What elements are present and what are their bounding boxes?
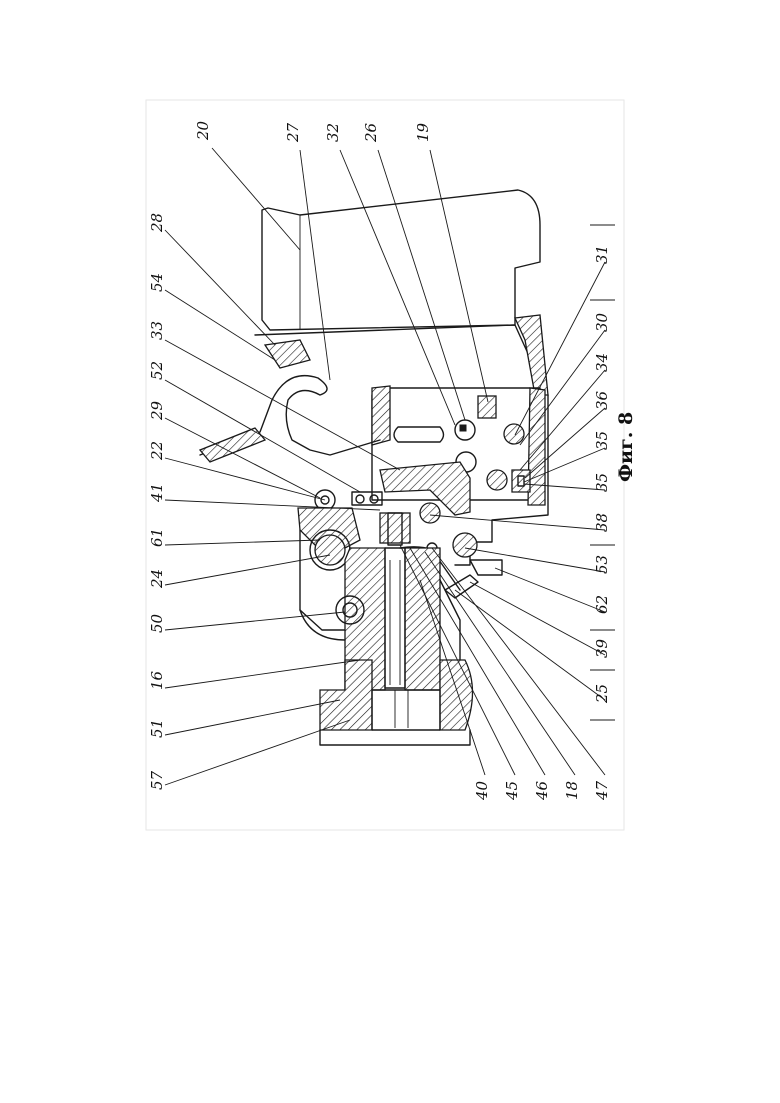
sheet-frame: [146, 100, 624, 830]
callout-label: 45: [503, 781, 521, 801]
figure-caption: Фиг. 8: [615, 412, 637, 482]
callout-label: 25: [593, 684, 611, 704]
callout-label: 53: [593, 555, 611, 574]
callout-label: 47: [593, 780, 611, 801]
callout-label: 33: [148, 321, 166, 340]
callout-labels-right: 31 30 34 36 35 35 38 53 62 39 25 47 18 4…: [473, 245, 611, 801]
callout-label: 39: [593, 638, 611, 658]
callout-label: 34: [593, 353, 611, 372]
callout-label: 61: [148, 528, 166, 547]
callout-label: 22: [148, 441, 166, 461]
callout-label: 41: [148, 483, 166, 503]
callout-labels-top: 20 27 32 26 19: [194, 120, 432, 143]
callout-label: 16: [148, 670, 166, 690]
callout-label: 50: [148, 613, 166, 633]
callout-label: 51: [148, 719, 166, 738]
callout-label: 19: [414, 122, 432, 142]
callout-label: 35: [593, 473, 611, 492]
callout-label: 24: [148, 569, 166, 589]
callout-label: 62: [593, 595, 611, 614]
mechanism-drawing: [200, 190, 548, 745]
callout-label: 27: [284, 122, 302, 143]
callout-label: 29: [148, 400, 166, 421]
callout-label: 32: [324, 123, 342, 142]
callout-label: 36: [593, 390, 611, 410]
callout-label: 40: [473, 780, 491, 801]
callout-label: 30: [593, 312, 611, 332]
callout-label: 26: [362, 122, 380, 143]
callout-labels-left: 28 54 33 52 29 22 41 61 24 50 16 51 57: [148, 213, 166, 790]
callout-label: 31: [593, 245, 611, 264]
callout-label: 18: [563, 781, 581, 800]
callout-label: 46: [533, 780, 551, 801]
callout-label: 28: [148, 213, 166, 233]
callout-label: 38: [593, 513, 611, 532]
callout-label: 20: [194, 120, 212, 141]
callout-label: 54: [148, 273, 166, 292]
callout-label: 52: [148, 361, 166, 380]
callout-label: 35: [593, 431, 611, 450]
callout-label: 57: [148, 770, 166, 790]
